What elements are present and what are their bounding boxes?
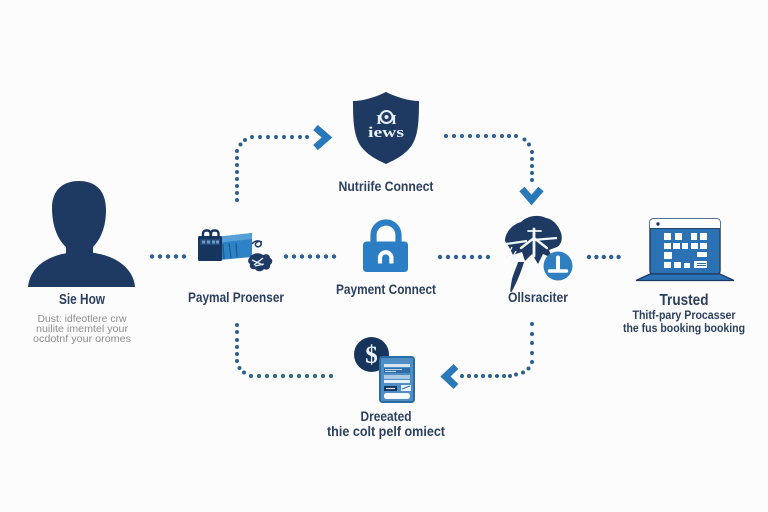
- svg-text:the fus booking booking: the fus booking booking: [623, 321, 745, 335]
- svg-text:Trusted: Trusted: [660, 292, 709, 309]
- svg-text:Dreeated: Dreeated: [361, 408, 412, 424]
- svg-text:Nutriife Connect: Nutriife Connect: [339, 178, 434, 194]
- svg-text:ocdotnf your oromes: ocdotnf your oromes: [33, 333, 131, 345]
- svg-text:iews: iews: [368, 125, 404, 141]
- svg-text:I: I: [391, 113, 396, 128]
- svg-text:I: I: [376, 113, 381, 128]
- svg-text:Dust: idfeotlere crw: Dust: idfeotlere crw: [38, 313, 127, 325]
- svg-text:Payment Connect: Payment Connect: [336, 281, 436, 297]
- svg-text:nuilite imemtel your: nuilite imemtel your: [36, 323, 129, 335]
- svg-text:Paymal Proenser: Paymal Proenser: [188, 290, 285, 305]
- svg-text:Ollsraciter: Ollsraciter: [508, 290, 569, 305]
- svg-text:$: $: [365, 342, 378, 369]
- svg-text:Thitf-pary Procasser: Thitf-pary Procasser: [633, 308, 736, 322]
- svg-text:thie colt pelf omiect: thie colt pelf omiect: [327, 423, 445, 439]
- svg-text:Sie How: Sie How: [59, 292, 106, 308]
